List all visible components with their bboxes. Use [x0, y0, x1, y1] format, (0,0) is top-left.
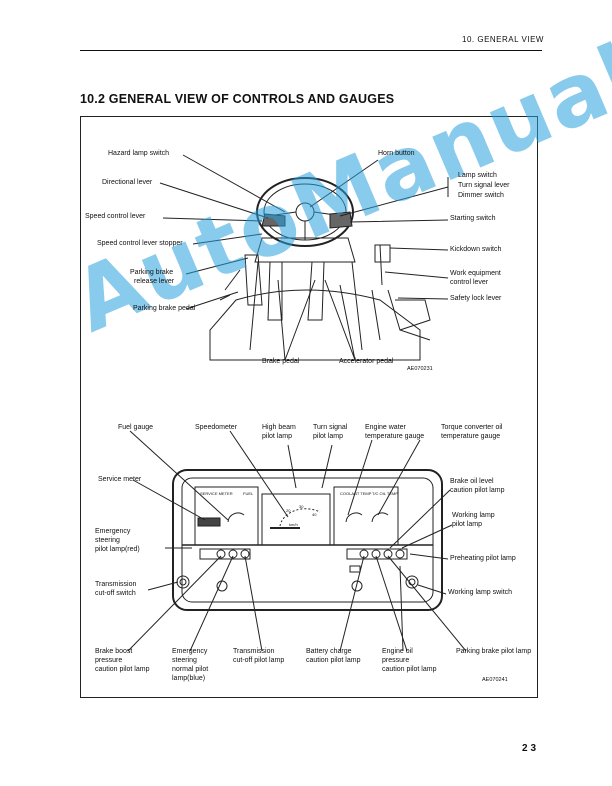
label-work-equipment-2: control lever [450, 279, 489, 286]
label-brake-oil-2: caution pilot lamp [450, 487, 505, 494]
label-lamp-switch: Lamp switch [458, 172, 497, 179]
label-high-beam-1: High beam [262, 424, 296, 431]
panel-tick-20: 20 [286, 508, 291, 513]
label-engine-oil-3: caution pilot lamp [382, 666, 437, 673]
label-brake-boost-2: pressure [95, 657, 123, 664]
label-brake-oil-1: Brake oil level [450, 478, 494, 485]
label-work-equipment-1: Work equipment [450, 270, 501, 277]
page-title: 10.2 GENERAL VIEW OF CONTROLS AND GAUGES [80, 92, 395, 106]
label-brake-boost-3: caution pilot lamp [95, 666, 150, 673]
label-trans-lamp-1: Transmission [233, 648, 275, 655]
label-turn-signal-lever: Turn signal lever [458, 182, 510, 189]
label-working-lamp-2: pilot lamp [452, 521, 482, 528]
label-emergency-red-3: pilot lamp(red) [95, 546, 140, 553]
figure-frame [80, 116, 538, 698]
label-speed-lever-stopper: Speed control lever stopper [97, 240, 183, 247]
label-brake-pedal: Brake pedal [262, 358, 300, 365]
label-working-lamp-1: Working lamp [452, 512, 495, 519]
label-brake-boost-1: Brake boost [95, 648, 133, 655]
label-emergency-blue-2: steering [172, 657, 197, 664]
label-turn-signal-1: Turn signal [313, 424, 348, 431]
label-parking-brake-lamp: Parking brake pilot lamp [456, 648, 532, 655]
label-emergency-blue-3: normal pilot [172, 666, 209, 673]
label-kickdown-switch: Kickdown switch [450, 246, 502, 253]
label-fuel-gauge: Fuel gauge [118, 424, 154, 431]
label-service-meter: Service meter [98, 476, 142, 483]
label-starting-switch: Starting switch [450, 215, 496, 222]
label-water-temp-2: temperature gauge [365, 433, 425, 440]
label-water-temp-1: Engine water [365, 424, 406, 431]
panel-tc-text: T/C OIL TEMP [372, 491, 399, 496]
figure-code-top: AE070231 [407, 366, 433, 372]
page-number: 23 [522, 743, 540, 754]
panel-fuel-text: FUEL [243, 491, 254, 496]
label-hazard-lamp-switch: Hazard lamp switch [108, 150, 170, 157]
label-turn-signal-2: pilot lamp [313, 433, 343, 440]
label-accelerator-pedal: Accelerator pedal [339, 358, 394, 365]
label-engine-oil-1: Engine oil [382, 648, 413, 655]
label-trans-cutoff-switch-2: cut-off switch [95, 590, 136, 597]
label-battery-2: caution pilot lamp [306, 657, 361, 664]
section-header: 10. GENERAL VIEW [462, 35, 544, 44]
panel-kmh-text: km/h [289, 522, 298, 527]
panel-tick-40: 40 [312, 512, 317, 517]
label-safety-lock-lever: Safety lock lever [450, 295, 502, 302]
label-trans-lamp-2: cut-off pilot lamp [233, 657, 285, 664]
label-preheating: Preheating pilot lamp [450, 555, 516, 562]
label-horn-button: Horn button [378, 150, 415, 157]
label-directional-lever: Directional lever [102, 179, 153, 186]
label-speed-control-lever: Speed control lever [85, 213, 146, 220]
label-parking-brake-pedal: Parking brake pedal [133, 305, 196, 312]
label-trans-cutoff-switch-1: Transmission [95, 581, 137, 588]
label-emergency-red-2: steering [95, 537, 120, 544]
label-speedometer: Speedometer [195, 424, 238, 431]
label-parking-brake-release-2: release lever [134, 278, 175, 285]
label-battery-1: Battery charge [306, 648, 352, 655]
header-rule [80, 50, 542, 51]
label-high-beam-2: pilot lamp [262, 433, 292, 440]
label-torque-2: temperature gauge [441, 433, 501, 440]
label-torque-1: Torque converter oil [441, 424, 503, 431]
label-emergency-blue-1: Emergency [172, 648, 208, 655]
label-dimmer-switch: Dimmer switch [458, 192, 504, 199]
panel-service-text: SERVICE METER [200, 491, 233, 496]
label-emergency-red-1: Emergency [95, 528, 131, 535]
label-engine-oil-2: pressure [382, 657, 410, 664]
figure-code-bottom: AE070241 [482, 677, 508, 683]
label-parking-brake-release-1: Parking brake [130, 269, 174, 276]
label-working-lamp-switch: Working lamp switch [448, 589, 513, 596]
panel-tick-30: 30 [299, 504, 304, 509]
label-emergency-blue-4: lamp(blue) [172, 675, 206, 682]
panel-coolant-text: COOLANT TEMP [340, 491, 372, 496]
